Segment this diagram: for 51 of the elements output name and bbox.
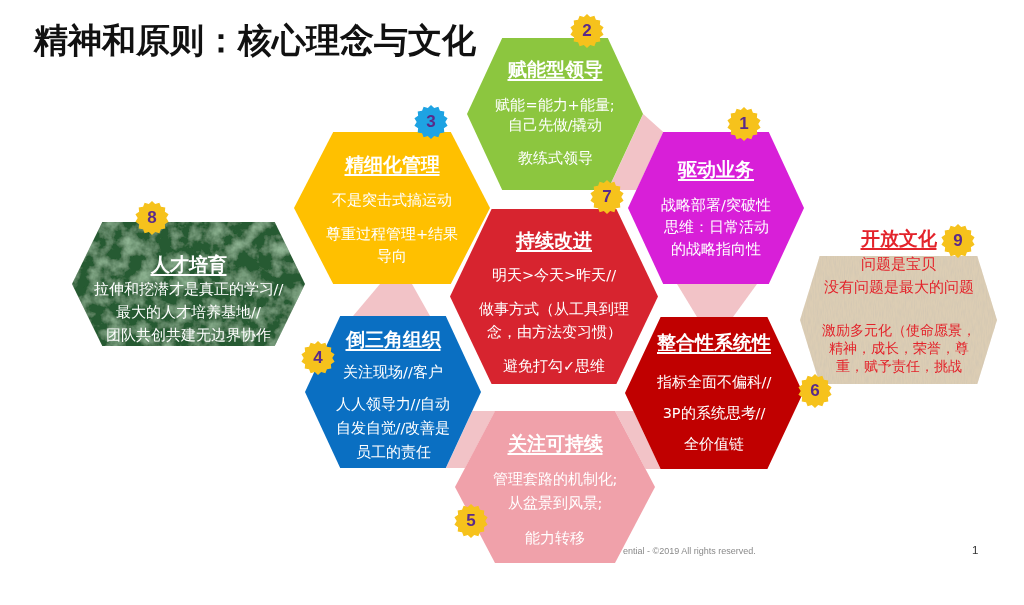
hexagon-text: 管理套路的机制化;从盆景到风景; — [492, 470, 618, 513]
hexagon-text: 尊重过程管理+结果导向 — [325, 225, 459, 266]
hexagon — [628, 132, 804, 284]
hexagon — [305, 316, 481, 468]
number-badge: 2 — [570, 14, 604, 48]
footer-text: ential - ©2019 All rights reserved. — [623, 545, 756, 557]
hexagon — [625, 317, 803, 469]
hexagon-heading: 赋能型领导 — [507, 58, 603, 82]
hexagon-text: 做事方式（从工具到理念，由方法变习惯） — [478, 300, 630, 342]
hexagon-text: 拉伸和挖潜才是真正的学习// — [93, 280, 284, 299]
hexagon-text: 没有问题是最大的问题 — [823, 278, 974, 297]
hexagon-heading: 倒三角组织 — [345, 328, 441, 352]
hexagon-text: 赋能=能力+能量;自己先做/撬动 — [494, 96, 616, 135]
hexagon-text: 问题是宝贝 — [861, 255, 936, 274]
hexagon-heading: 关注可持续 — [507, 432, 603, 456]
hexagon — [294, 132, 490, 284]
hexagon-text: 人人领导力//自动自发自觉//改善是员工的责任 — [334, 395, 452, 462]
number-badge: 8 — [135, 201, 169, 235]
hexagon-text: 关注现场//客户 — [343, 363, 443, 382]
hexagon-heading: 整合性系统性 — [657, 331, 771, 355]
hexagon-text: 激励多元化（使命愿景，精神，成长，荣誉，尊重，赋予责任，挑战 — [820, 321, 977, 375]
hexagon-text: 战略部署/突破性思维：日常活动的战略指向性 — [660, 196, 772, 259]
hexagon-heading: 开放文化 — [860, 227, 937, 251]
hexagon-heading: 持续改进 — [516, 229, 592, 253]
hexagon-heading: 精细化管理 — [344, 153, 440, 177]
hexagon-text: 全价值链 — [684, 435, 744, 454]
number-badge: 9 — [941, 224, 975, 258]
hexagon-text: 教练式领导 — [517, 149, 593, 168]
number-badge: 4 — [301, 341, 335, 375]
number-badge: 3 — [414, 105, 448, 139]
number-badge: 5 — [454, 504, 488, 538]
hexagon-text: 避免打勾✓思维 — [502, 357, 606, 376]
hexagon-text: 最大的人才培养基地// — [116, 303, 261, 322]
hexagon-text: 3P的系统思考// — [662, 404, 766, 423]
hexagon — [72, 222, 305, 346]
title: 精神和原则：核心理念与文化 — [34, 19, 476, 62]
page-number: 1 — [972, 543, 979, 558]
hexagon-text: 团队共创共建无边界协作 — [106, 326, 271, 345]
hexagon-text: 能力转移 — [525, 529, 585, 548]
hexagon-text: 指标全面不偏科// — [656, 373, 772, 392]
hexagon-heading: 人才培育 — [150, 253, 227, 277]
number-badge: 7 — [590, 180, 624, 214]
number-badge: 1 — [727, 107, 761, 141]
hexagon-heading: 驱动业务 — [678, 158, 754, 182]
hexagon-text: 明天>今天>昨天// — [491, 266, 617, 285]
wedge-shape — [677, 284, 757, 317]
wedge-shape — [615, 411, 661, 469]
number-badge: 6 — [798, 374, 832, 408]
wedge-shape — [353, 284, 430, 316]
hexagon — [800, 226, 997, 384]
hexagon-text: 不是突击式搞运动 — [332, 191, 452, 210]
